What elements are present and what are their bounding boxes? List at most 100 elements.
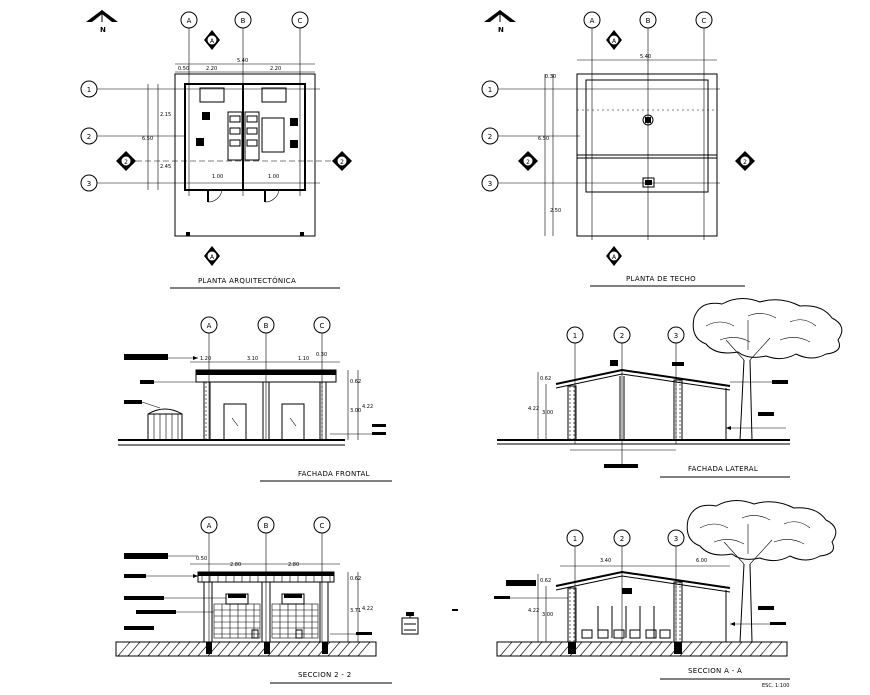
svg-text:3.00: 3.00	[350, 408, 361, 414]
axis-bubble-a: A	[200, 516, 218, 534]
axis-bubble-b: B	[257, 516, 275, 534]
svg-text:3.00: 3.00	[542, 612, 553, 618]
tree-elevation	[692, 298, 843, 441]
svg-text:4.22: 4.22	[528, 406, 539, 412]
svg-text:A: A	[207, 522, 212, 530]
svg-text:A: A	[612, 38, 617, 45]
axis-bubble-a: A	[200, 316, 218, 334]
axis-bubble-b: B	[257, 316, 275, 334]
section-marker-2-right: 2	[735, 151, 755, 171]
section-marker-a-top: A	[204, 30, 220, 50]
axis-bubble-c: C	[291, 11, 309, 29]
axis-bubble-a: A	[583, 11, 601, 29]
svg-text:C: C	[298, 17, 303, 25]
svg-text:3: 3	[674, 332, 678, 340]
axis-bubble-3: 3	[481, 174, 499, 192]
fixture-detail	[401, 609, 458, 635]
scale-note: ESC. 1:100	[762, 683, 789, 689]
axis-bubble-2: 2	[613, 529, 631, 547]
svg-text:B: B	[264, 522, 269, 530]
svg-text:1.00: 1.00	[212, 174, 223, 180]
svg-text:A: A	[612, 254, 617, 261]
section-marker-2-right: 2	[332, 151, 352, 171]
svg-text:2.45: 2.45	[160, 164, 171, 170]
svg-text:2.80: 2.80	[230, 562, 241, 568]
section-marker-2-left: 2	[116, 151, 136, 171]
axis-bubble-b: B	[234, 11, 252, 29]
svg-text:C: C	[320, 522, 325, 530]
svg-text:2: 2	[620, 332, 624, 340]
roof-plan: A B C 1 2 3 A	[481, 11, 755, 287]
svg-text:0.50: 0.50	[196, 556, 207, 562]
svg-text:2.20: 2.20	[270, 66, 281, 72]
north-label: N	[100, 26, 106, 34]
svg-text:3.00: 3.00	[542, 410, 553, 416]
svg-text:3.71: 3.71	[350, 608, 361, 614]
axis-bubble-1: 1	[481, 80, 499, 98]
axis-bubble-b: B	[639, 11, 657, 29]
svg-text:1.20: 1.20	[200, 356, 211, 362]
svg-text:B: B	[264, 322, 269, 330]
dim-top-total: 5.40	[237, 58, 248, 64]
svg-text:3: 3	[87, 180, 91, 188]
svg-text:6.50: 6.50	[538, 136, 549, 142]
svg-text:2: 2	[488, 133, 492, 141]
axis-bubble-c: C	[695, 11, 713, 29]
north-label: N	[498, 26, 504, 34]
tree-section	[686, 500, 837, 643]
svg-text:6.00: 6.00	[696, 558, 707, 564]
svg-text:2: 2	[526, 159, 530, 166]
svg-text:4.22: 4.22	[362, 606, 373, 612]
axis-bubble-3: 3	[667, 326, 685, 344]
svg-text:1.00: 1.00	[268, 174, 279, 180]
section-marker-a-bottom: A	[606, 246, 622, 266]
svg-text:1: 1	[573, 332, 577, 340]
svg-text:2.15: 2.15	[160, 112, 171, 118]
axis-bubble-3: 3	[80, 174, 98, 192]
svg-text:0.50: 0.50	[178, 66, 189, 72]
view-title-plan: PLANTA ARQUITECTÓNICA	[198, 276, 296, 285]
svg-text:0.62: 0.62	[350, 379, 361, 385]
svg-text:C: C	[320, 322, 325, 330]
view-title-roof: PLANTA DE TECHO	[626, 275, 696, 283]
svg-text:2.80: 2.80	[288, 562, 299, 568]
axis-bubble-2: 2	[613, 326, 631, 344]
svg-text:2: 2	[620, 535, 624, 543]
north-arrow-left: N	[86, 10, 118, 34]
svg-text:0.30: 0.30	[316, 352, 327, 358]
view-title-side: FACHADA LATERAL	[688, 465, 758, 473]
svg-text:2.20: 2.20	[206, 66, 217, 72]
section-a-a: 1 2 3 3.40 6.00	[494, 500, 837, 689]
svg-text:0.30: 0.30	[545, 74, 556, 80]
svg-text:C: C	[702, 17, 707, 25]
section-marker-a-bottom: A	[204, 246, 220, 266]
svg-text:A: A	[207, 322, 212, 330]
svg-text:A: A	[210, 38, 215, 45]
svg-text:3: 3	[488, 180, 492, 188]
section-marker-a-top: A	[606, 30, 622, 50]
svg-text:0.62: 0.62	[540, 376, 551, 382]
svg-text:2: 2	[743, 159, 747, 166]
axis-bubble-1: 1	[566, 326, 584, 344]
axis-bubble-c: C	[313, 316, 331, 334]
svg-text:A: A	[210, 254, 215, 261]
svg-text:3.40: 3.40	[600, 558, 611, 564]
front-elevation: A B C 1.20 3.10 1.10 0.30	[118, 316, 392, 482]
svg-text:1: 1	[87, 86, 91, 94]
axis-bubble-a: A	[180, 11, 198, 29]
view-title-front: FACHADA FRONTAL	[298, 470, 370, 478]
svg-text:4.22: 4.22	[528, 608, 539, 614]
axis-bubble-2: 2	[80, 127, 98, 145]
svg-text:1: 1	[573, 535, 577, 543]
north-arrow-right: N	[484, 10, 516, 34]
axis-bubble-3: 3	[667, 529, 685, 547]
svg-text:4.22: 4.22	[362, 404, 373, 410]
svg-text:A: A	[590, 17, 595, 25]
svg-text:1: 1	[488, 86, 492, 94]
svg-text:B: B	[241, 17, 246, 25]
svg-text:3.10: 3.10	[247, 356, 258, 362]
svg-text:0.62: 0.62	[540, 578, 551, 584]
axis-bubble-1: 1	[80, 80, 98, 98]
svg-text:0.62: 0.62	[350, 576, 361, 582]
